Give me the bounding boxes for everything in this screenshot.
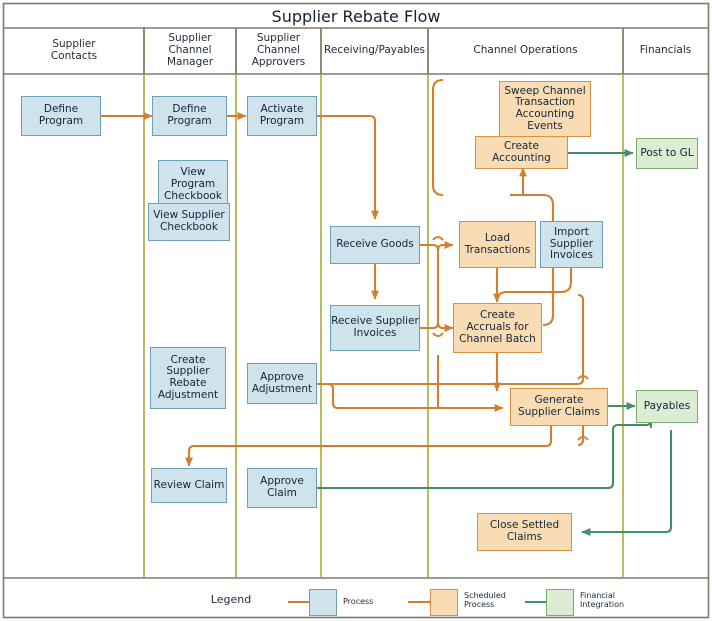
edge-generate-claims-feedback-down <box>185 425 553 467</box>
node-view-program-checkbook[interactable]: View Program Checkbook <box>158 160 228 210</box>
edge-trunk-to-create-accounting <box>431 78 444 197</box>
node-activate-program[interactable]: Activate Program <box>247 96 317 136</box>
node-create-accounting[interactable]: Create Accounting <box>475 136 568 169</box>
lane-header-supplier-contacts: Supplier Contacts <box>50 38 98 62</box>
lane-header-channel-operations: Channel Operations <box>473 44 578 57</box>
node-receive-supplier-invoices[interactable]: Receive Supplier Invoices <box>330 305 420 351</box>
legend-title: Legend <box>210 593 252 606</box>
node-create-supplier-rebate-adjustment[interactable]: Create Supplier Rebate Adjustment <box>150 347 226 409</box>
lane-header-receiving-payables: Receiving/Payables <box>324 44 425 57</box>
page-title-text: Supplier Rebate Flow <box>271 6 441 26</box>
lane-header-supplier-channel-manager: Supplier Channel Manager <box>166 32 214 68</box>
edge-create-accruals-to-sweep-trunk <box>510 193 555 327</box>
jump-arc-2 <box>432 332 444 338</box>
lane-header-divider <box>143 28 624 74</box>
edge-activate-program-to-receive-goods <box>317 114 379 220</box>
edge-approve-claim-to-payables <box>317 418 653 490</box>
jump-arc-3 <box>577 374 589 380</box>
edge-approve-adjustment-branch-down <box>317 382 503 408</box>
node-sweep-channel-transaction-accounting-events[interactable]: Sweep Channel Transaction Accounting Eve… <box>499 81 591 137</box>
node-approve-claim[interactable]: Approve Claim <box>247 468 317 508</box>
legend-swatch-process <box>309 589 337 616</box>
node-import-supplier-invoices[interactable]: Import Supplier Invoices <box>540 221 603 268</box>
node-payables[interactable]: Payables <box>636 390 698 423</box>
node-post-to-gl[interactable]: Post to GL <box>636 138 698 169</box>
legend-label-financial: Financial Integration <box>580 591 625 610</box>
edge-payables-to-close-settled-claims <box>581 430 673 536</box>
node-load-transactions[interactable]: Load Transactions <box>459 221 536 268</box>
node-define-program-manager[interactable]: Define Program <box>152 96 227 136</box>
node-view-supplier-checkbook[interactable]: View Supplier Checkbook <box>148 203 230 241</box>
edge-import-supplier-invoices-to-create-accruals <box>495 268 573 303</box>
legend-swatch-scheduled <box>430 589 458 616</box>
lane-header-financials: Financials <box>639 44 692 57</box>
lane-header-supplier-channel-approvers: Supplier Channel Approvers <box>251 32 306 68</box>
node-generate-supplier-claims[interactable]: Generate Supplier Claims <box>510 388 608 426</box>
legend-label-process: Process <box>343 597 374 606</box>
node-review-claim[interactable]: Review Claim <box>151 468 227 503</box>
edge-trunk-vertical-lower <box>577 408 585 447</box>
node-close-settled-claims[interactable]: Close Settled Claims <box>477 513 572 551</box>
node-define-program-contacts[interactable]: Define Program <box>21 96 101 136</box>
legend-swatch-financial <box>546 589 574 616</box>
jump-arc-1 <box>432 235 444 241</box>
node-receive-goods[interactable]: Receive Goods <box>330 226 420 264</box>
edge-approve-adjustment-to-trunk-right <box>317 293 585 386</box>
legend-label-scheduled: Scheduled Process <box>464 591 506 610</box>
node-approve-adjustment[interactable]: Approve Adjustment <box>247 363 317 404</box>
jump-arc-4 <box>577 435 589 441</box>
page-title: Supplier Rebate Flow <box>5 5 707 27</box>
node-create-accruals-for-channel-batch[interactable]: Create Accruals for Channel Batch <box>453 303 542 353</box>
